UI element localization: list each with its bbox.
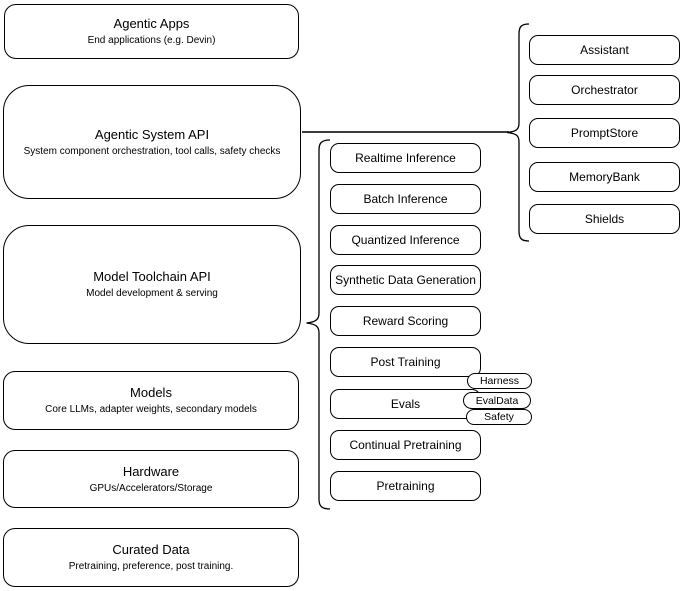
node-subtitle: Model development & serving xyxy=(86,288,218,299)
pill-label: Harness xyxy=(479,375,520,387)
node-batch-inference: Batch Inference xyxy=(330,184,481,214)
node-shields: Shields xyxy=(529,204,680,234)
pill-label: Safety xyxy=(484,411,514,423)
node-label: Quantized Inference xyxy=(351,233,460,247)
node-subtitle: Pretraining, preference, post training. xyxy=(68,561,234,572)
node-label: Post Training xyxy=(370,355,441,369)
node-model-toolchain-api: Model Toolchain API Model development & … xyxy=(3,225,301,344)
node-agentic-system-api: Agentic System API System component orch… xyxy=(3,85,301,199)
node-curated-data: Curated Data Pretraining, preference, po… xyxy=(3,528,299,587)
node-memorybank: MemoryBank xyxy=(529,162,680,192)
node-subtitle: End applications (e.g. Devin) xyxy=(87,35,216,46)
node-reward-scoring: Reward Scoring xyxy=(330,306,481,336)
node-title: Agentic Apps xyxy=(113,16,190,31)
node-realtime-inference: Realtime Inference xyxy=(330,143,481,173)
node-subtitle: GPUs/Accelerators/Storage xyxy=(89,482,213,494)
brace-toolchain xyxy=(306,139,331,510)
node-label: Realtime Inference xyxy=(355,151,456,165)
node-subtitle: System component orchestration, tool cal… xyxy=(23,145,281,157)
node-title: Model Toolchain API xyxy=(93,269,211,284)
node-hardware: Hardware GPUs/Accelerators/Storage xyxy=(3,450,299,508)
node-title: Hardware xyxy=(122,463,180,479)
node-orchestrator: Orchestrator xyxy=(529,75,680,105)
pill-harness: Harness xyxy=(467,373,532,389)
node-title: Models xyxy=(130,385,172,400)
node-pretraining: Pretraining xyxy=(330,471,481,501)
node-promptstore: PromptStore xyxy=(529,118,680,148)
node-label: PromptStore xyxy=(570,126,639,140)
node-label: Synthetic Data Generation xyxy=(335,273,476,287)
node-label: MemoryBank xyxy=(569,170,640,184)
node-label: Shields xyxy=(584,212,625,226)
pill-safety: Safety xyxy=(466,409,532,425)
node-label: Orchestrator xyxy=(571,83,638,97)
pill-evaldata: EvalData xyxy=(463,392,531,409)
node-synthetic-data-generation: Synthetic Data Generation xyxy=(330,265,481,295)
node-label: Reward Scoring xyxy=(362,314,449,328)
node-title: Curated Data xyxy=(112,542,190,557)
node-assistant: Assistant xyxy=(529,35,680,65)
node-label: Evals xyxy=(390,397,421,411)
brace-system-components xyxy=(506,23,530,242)
node-quantized-inference: Quantized Inference xyxy=(330,225,481,255)
node-continual-pretraining: Continual Pretraining xyxy=(330,430,481,460)
node-label: Batch Inference xyxy=(363,192,448,206)
node-label: Continual Pretraining xyxy=(349,438,462,452)
node-label: Assistant xyxy=(580,43,629,57)
node-subtitle: Core LLMs, adapter weights, secondary mo… xyxy=(45,404,257,415)
pill-label: EvalData xyxy=(475,394,519,407)
node-agentic-apps: Agentic Apps End applications (e.g. Devi… xyxy=(4,4,299,59)
node-label: Pretraining xyxy=(376,479,435,493)
node-models: Models Core LLMs, adapter weights, secon… xyxy=(3,371,299,430)
node-post-training: Post Training xyxy=(330,347,481,377)
node-evals: Evals xyxy=(330,389,481,419)
node-title: Agentic System API xyxy=(94,126,210,142)
